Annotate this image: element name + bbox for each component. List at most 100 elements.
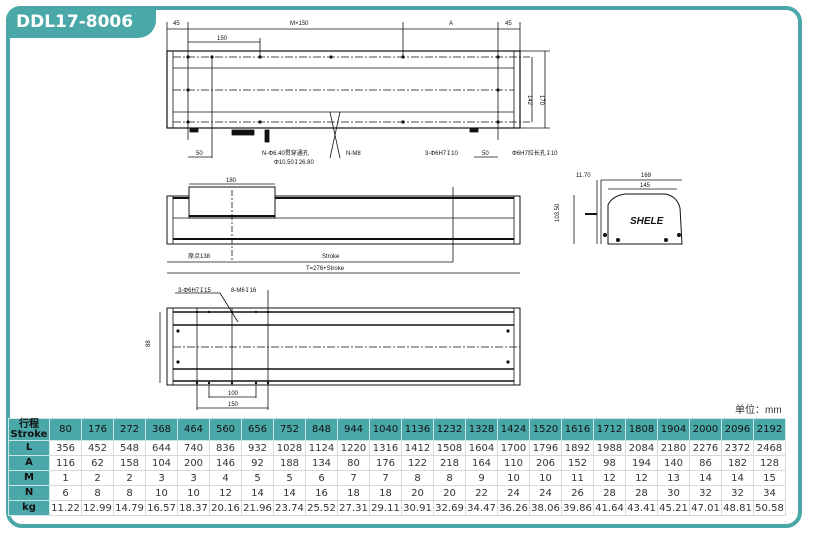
table-cell: 2084: [625, 440, 658, 456]
outer-frame: [6, 6, 802, 528]
stroke-value: 2096: [721, 418, 754, 441]
table-cell: 20: [401, 485, 434, 501]
stroke-value: 1616: [561, 418, 594, 441]
table-cell: 146: [209, 455, 242, 471]
table-cell: 12.99: [81, 500, 114, 516]
table-cell: 932: [241, 440, 274, 456]
table-cell: 740: [177, 440, 210, 456]
table-cell: 104: [145, 455, 178, 471]
note-through-hole: N-Φ6.40贯穿通孔: [262, 149, 309, 157]
dim-169: 169: [641, 173, 652, 179]
row-label: M: [8, 470, 50, 486]
table-cell: 164: [465, 455, 498, 471]
table-cell: 28: [625, 485, 658, 501]
row-label: kg: [8, 500, 50, 516]
stroke-value: 368: [145, 418, 178, 441]
side-view: 180 原点138 Stroke T=276+Stroke: [166, 178, 521, 274]
table-cell: 48.81: [721, 500, 754, 516]
table-cell: 20: [433, 485, 466, 501]
table-cell: 16.57: [145, 500, 178, 516]
stroke-value: 1232: [433, 418, 466, 441]
table-cell: 1508: [433, 440, 466, 456]
dim-180: 180: [226, 178, 237, 184]
table-cell: 128: [753, 455, 786, 471]
row-label: N: [8, 485, 50, 501]
dim-103-50: 103.50: [555, 203, 561, 222]
dim-88: 88: [146, 340, 152, 347]
table-cell: 116: [49, 455, 82, 471]
table-cell: 38.06: [529, 500, 562, 516]
dim-11-70: 11.70: [576, 173, 591, 179]
stroke-value: 1712: [593, 418, 626, 441]
row-label: A: [8, 455, 50, 471]
stroke-value: 1040: [369, 418, 402, 441]
stroke-value: 1328: [465, 418, 498, 441]
table-cell: 9: [465, 470, 498, 486]
table-cell: 1892: [561, 440, 594, 456]
table-cell: 25.52: [305, 500, 338, 516]
note-m8: N-M8: [346, 151, 361, 157]
table-cell: 23.74: [273, 500, 306, 516]
table-cell: 5: [273, 470, 306, 486]
table-cell: 62: [81, 455, 114, 471]
table-cell: 14: [689, 470, 722, 486]
table-cell: 3: [177, 470, 210, 486]
dim-150-bottom: 150: [228, 402, 239, 408]
table-cell: 10: [177, 485, 210, 501]
table-cell: 2: [81, 470, 114, 486]
table-cell: 47.01: [689, 500, 722, 516]
table-cell: 32.69: [433, 500, 466, 516]
stroke-value: 2192: [753, 418, 786, 441]
table-cell: 218: [433, 455, 466, 471]
table-cell: 26: [561, 485, 594, 501]
table-cell: 644: [145, 440, 178, 456]
dim-45-right: 45: [505, 21, 512, 27]
table-cell: 12: [593, 470, 626, 486]
note-counterbore: Φ10.50↧26.80: [274, 159, 315, 166]
table-cell: 4: [209, 470, 242, 486]
stroke-label-cn: 行程: [19, 418, 39, 430]
table-cell: 1: [49, 470, 82, 486]
dim-origin-138: 原点138: [188, 252, 211, 260]
table-cell: 18.37: [177, 500, 210, 516]
table-cell: 18: [369, 485, 402, 501]
table-cell: 176: [369, 455, 402, 471]
table-cell: 1316: [369, 440, 402, 456]
table-cell: 24: [497, 485, 530, 501]
note-m6: 8-M6↧16: [231, 287, 257, 294]
table-cell: 32: [689, 485, 722, 501]
table-cell: 2180: [657, 440, 690, 456]
dim-145: 145: [640, 183, 651, 189]
dim-50-right: 50: [482, 151, 489, 157]
table-cell: 20.16: [209, 500, 242, 516]
stroke-value: 752: [273, 418, 306, 441]
stroke-value: 1520: [529, 418, 562, 441]
table-cell: 86: [689, 455, 722, 471]
dim-45-left: 45: [173, 21, 180, 27]
table-cell: 11.22: [49, 500, 82, 516]
table-cell: 10: [145, 485, 178, 501]
table-cell: 356: [49, 440, 82, 456]
stroke-value: 176: [81, 418, 114, 441]
table-cell: 39.86: [561, 500, 594, 516]
table-cell: 12: [625, 470, 658, 486]
table-cell: 34: [753, 485, 786, 501]
table-cell: 6: [305, 470, 338, 486]
technical-drawing: 45 M×150 A 45 150 142 170 50 N-Φ6.40贯穿通孔…: [146, 21, 683, 410]
table-cell: 12: [209, 485, 242, 501]
table-cell: 122: [401, 455, 434, 471]
bottom-view: 3-Φ6H7↧15 8-M6↧16 88 100 150: [146, 287, 521, 410]
table-cell: 10: [497, 470, 530, 486]
table-cell: 16: [305, 485, 338, 501]
model-title: DDL17-8006: [6, 6, 156, 38]
table-cell: 41.64: [593, 500, 626, 516]
table-cell: 43.41: [625, 500, 658, 516]
table-cell: 13: [657, 470, 690, 486]
table-cell: 98: [593, 455, 626, 471]
table-cell: 152: [561, 455, 594, 471]
